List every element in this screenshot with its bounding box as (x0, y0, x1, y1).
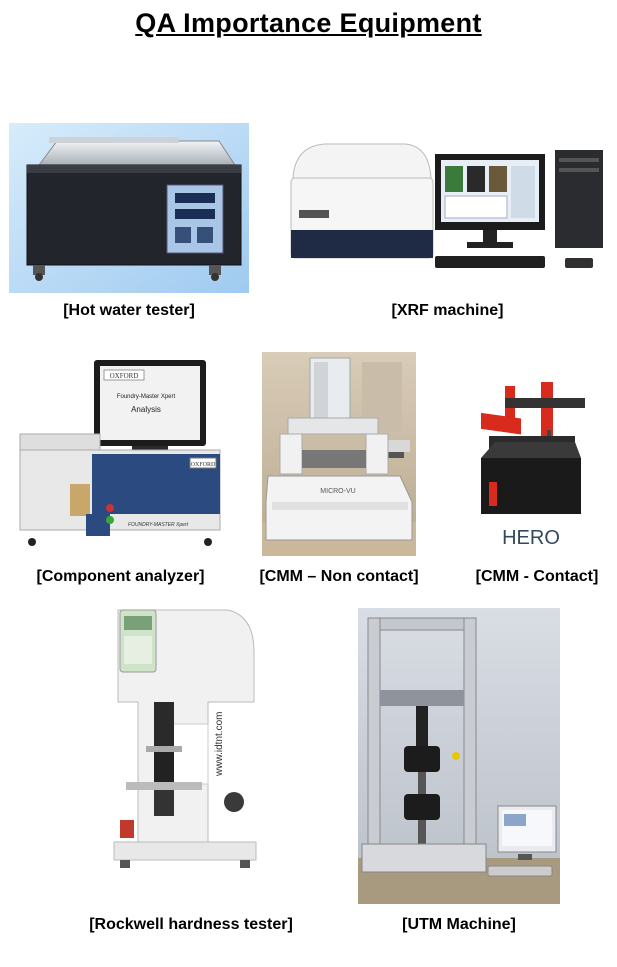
utm-machine-illustration (358, 608, 560, 904)
rockwell-hardness-tester-image: www.idtnt.com (108, 606, 262, 874)
cmm-non-contact-illustration: MICRO-VU (262, 352, 416, 556)
cmm-brand-label: MICRO-VU (320, 488, 355, 495)
analyzer-body-model: FOUNDRY-MASTER Xpert (128, 522, 189, 528)
caption-xrf-machine: [XRF machine] (391, 302, 504, 319)
xrf-machine-illustration (285, 138, 610, 276)
rockwell-hardness-tester-illustration: www.idtnt.com (108, 606, 262, 874)
cmm-contact-image: HERO (475, 378, 587, 553)
analyzer-screen-line3: Analysis (131, 405, 161, 414)
caption-cmm-non-contact: [CMM – Non contact] (259, 568, 419, 585)
caption-component-analyzer: [Component analyzer] (36, 568, 205, 585)
cmm-contact-illustration: HERO (475, 378, 587, 553)
hot-water-tester-illustration (9, 123, 249, 293)
analyzer-body-brand: OXFORD (191, 462, 216, 468)
cmm-contact-brand: HERO (502, 527, 560, 549)
page-title: QA Importance Equipment (135, 8, 482, 38)
analyzer-screen-brand: OXFORD (110, 372, 139, 380)
rockwell-side-text: www.idtnt.com (214, 712, 225, 777)
utm-machine-image (358, 608, 560, 904)
xrf-machine-image (285, 138, 610, 276)
hot-water-tester-image (9, 123, 249, 293)
caption-hot-water-tester: [Hot water tester] (63, 302, 195, 319)
analyzer-screen-line2: Foundry-Master Xpert (117, 394, 176, 400)
caption-cmm-contact: [CMM - Contact] (475, 568, 599, 585)
component-analyzer-illustration: OXFORD Foundry-Master Xpert Analysis OXF… (18, 358, 225, 548)
cmm-non-contact-image: MICRO-VU (262, 352, 416, 556)
caption-utm-machine: [UTM Machine] (402, 916, 516, 933)
component-analyzer-image: OXFORD Foundry-Master Xpert Analysis OXF… (18, 358, 225, 548)
caption-rockwell-hardness-tester: [Rockwell hardness tester] (89, 916, 293, 933)
